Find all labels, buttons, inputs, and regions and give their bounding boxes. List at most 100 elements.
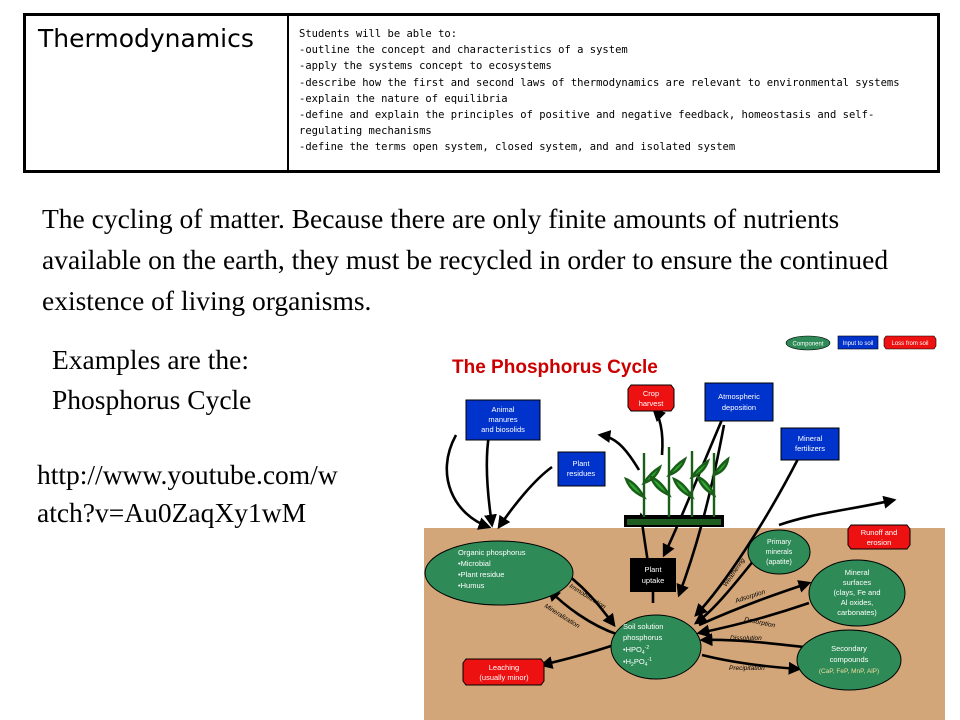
animal-manures-label: Animal <box>492 405 515 414</box>
legend-input: Input to soil <box>843 341 874 347</box>
leaching-box: Leaching (usually minor) <box>462 658 545 686</box>
secondary-sub-label: (CaP, FeP, MnP, AlP) <box>819 668 879 675</box>
mineral-fert-label: Mineral <box>798 434 823 443</box>
legend-component: Component <box>792 342 823 348</box>
h2po4-sup: -1 <box>647 657 652 663</box>
h2po4-sub: 4 <box>645 662 648 668</box>
atmospheric-label: Atmospheric <box>718 392 760 401</box>
arrow-manure-to-organic <box>445 434 492 530</box>
runoff-label: Runoff and <box>861 528 898 537</box>
intro-paragraph: The cycling of matter. Because there are… <box>42 203 889 316</box>
arrow-atmos-to-soil <box>662 414 726 558</box>
primary-label: Primary <box>767 539 792 546</box>
objective-item: -apply the systems concept to ecosystems <box>299 60 552 73</box>
arrow-plant-to-harvest <box>652 408 666 456</box>
plant-uptake-label: Plant <box>644 565 662 574</box>
phosphorus-cycle-diagram: The Phosphorus Cycle Component Input to … <box>424 325 945 720</box>
plant-icon <box>624 447 730 527</box>
h2po4-mid: PO <box>634 657 645 666</box>
mineral-surfaces-ellipse: Mineral surfaces (clays, Fe and Al oxide… <box>808 559 906 627</box>
objective-item: -define the terms open system, closed sy… <box>299 141 736 154</box>
secondary-label: compounds <box>830 655 869 664</box>
dissolution-label: Dissolution <box>730 635 762 642</box>
mineral-surfaces-label: carbonates) <box>837 608 877 617</box>
objectives-intro: Students will be able to: <box>299 28 458 40</box>
mineral-fertilizers-box: Mineral fertilizers <box>780 427 840 461</box>
arrow-residues-to-organic <box>497 465 553 530</box>
mineral-surfaces-label: Mineral <box>845 568 870 577</box>
arrow-plant-to-residues <box>597 430 641 471</box>
mineral-surfaces-label: (clays, Fe and <box>833 588 880 597</box>
examples-line: Examples are the: <box>52 344 249 375</box>
arrow-secondary-to-solution <box>699 633 805 649</box>
organic-item: •Plant residue <box>458 570 504 579</box>
animal-manures-label: manures <box>488 415 517 424</box>
leaching-label: Leaching <box>489 663 519 672</box>
hpo4-sup: -2 <box>645 645 650 651</box>
h2po4-label: •H2PO4-1 <box>623 657 652 668</box>
secondary-compounds-ellipse: Secondary compounds (CaP, FeP, MnP, AlP) <box>796 629 902 691</box>
arrow-solution-to-secondary <box>701 653 802 675</box>
h2po4-sub: 2 <box>631 662 634 668</box>
arrow-surfaces-to-solution <box>696 601 810 638</box>
organic-item: •Microbial <box>458 559 491 568</box>
objective-item: -describe how the first and second laws … <box>299 76 900 89</box>
organic-title: Organic phosphorus <box>458 548 526 557</box>
legend-input-swatch <box>837 335 879 350</box>
objectives-cell: Students will be able to: -outline the c… <box>289 16 937 170</box>
primary-minerals-ellipse: Primary minerals (apatite) <box>747 529 811 575</box>
objective-item: -outline the concept and characteristics… <box>299 44 628 57</box>
examples-text: Examples are the: Phosphorus Cycle <box>52 340 251 420</box>
organic-phosphorus-ellipse: Organic phosphorus •Microbial •Plant res… <box>424 540 574 606</box>
atmospheric-label: deposition <box>722 403 756 412</box>
page-title: Thermodynamics <box>38 24 254 53</box>
hpo4-label: •HPO4-2 <box>623 645 649 656</box>
primary-label: (apatite) <box>766 559 792 566</box>
objective-item: -define and explain the principles of po… <box>299 109 875 138</box>
hpo4-text: •HPO <box>623 645 642 654</box>
plant-uptake-box: Plant uptake <box>630 558 676 592</box>
soil-solution-label: phosphorus <box>623 633 662 642</box>
link-line: atch?v=Au0ZaqXy1wM <box>37 497 307 528</box>
soil-solution-ellipse: Soil solution phosphorus •HPO4-2 •H2PO4-… <box>610 614 702 680</box>
soil-solution-label: Soil solution <box>623 622 663 631</box>
legend: Component Input to soil Loss from soil <box>785 335 937 351</box>
mineral-surfaces-label: surfaces <box>843 578 872 587</box>
organic-item: •Humus <box>458 581 485 590</box>
runoff-erosion-box: Runoff and erosion <box>847 524 911 550</box>
crop-harvest-label: Crop <box>643 389 659 398</box>
examples-line: Phosphorus Cycle <box>52 384 252 415</box>
arrow-solution-to-surfaces <box>698 580 812 627</box>
h2po4-text: •H <box>623 657 631 666</box>
diagram-title: The Phosphorus Cycle <box>452 357 658 378</box>
precipitation-label: Precipitation <box>729 665 765 672</box>
secondary-label: Secondary <box>831 644 867 653</box>
plant-residues-label: Plant <box>572 459 590 468</box>
crop-harvest-label: harvest <box>639 399 665 408</box>
plant-residues-label: residues <box>567 469 596 478</box>
legend-loss-swatch <box>883 335 937 350</box>
plant-bed <box>627 519 721 525</box>
arrow-to-runoff <box>778 495 897 527</box>
objective-item: -explain the nature of equilibria <box>299 92 508 105</box>
mineral-surfaces-label: Al oxides, <box>841 598 874 607</box>
arrow-primary-to-solution <box>693 559 756 625</box>
arrow-solution-to-leaching <box>539 643 615 669</box>
table-title-cell: Thermodynamics <box>26 16 289 170</box>
crop-harvest-box: Crop harvest <box>627 384 675 412</box>
hpo4-sub: 4 <box>642 650 645 656</box>
legend-loss: Loss from soil <box>891 341 928 347</box>
runoff-label: erosion <box>867 538 892 547</box>
video-link[interactable]: http://www.youtube.com/w atch?v=Au0ZaqXy… <box>37 456 338 532</box>
primary-label: minerals <box>766 549 793 556</box>
leaching-label: (usually minor) <box>479 673 529 682</box>
plant-uptake-label: uptake <box>642 576 665 585</box>
link-line: http://www.youtube.com/w <box>37 459 338 490</box>
atmospheric-deposition-box: Atmospheric deposition <box>704 382 774 422</box>
arrow-manure-down <box>484 434 497 528</box>
legend-component-swatch <box>785 335 831 351</box>
flow-arrows <box>445 408 897 675</box>
arrow-fert-to-solution <box>694 456 801 617</box>
plant-residues-box: Plant residues <box>557 451 606 487</box>
objectives-table: Thermodynamics Students will be able to:… <box>23 13 940 173</box>
